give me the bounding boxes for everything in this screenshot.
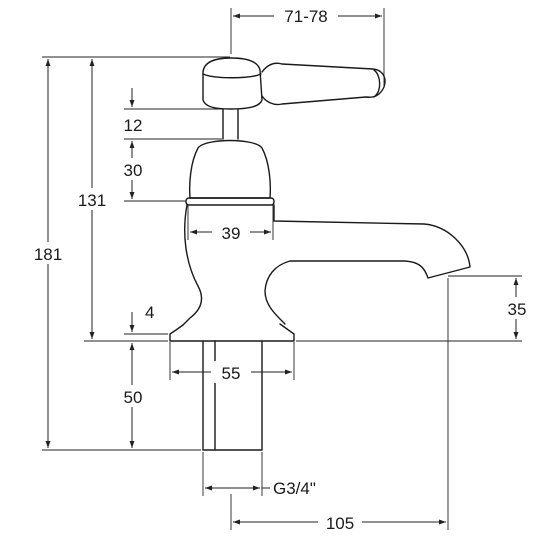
label-body-height: 30	[124, 161, 143, 180]
body-collar	[185, 197, 275, 206]
tap-outline	[169, 57, 471, 451]
dimension-labels: 71-78 181 131 12 30 39 4 35 55 50 G3/4" …	[26, 4, 536, 533]
dimension-lines	[45, 13, 519, 525]
label-spout-reach: 105	[326, 514, 354, 533]
label-base-thickness: 4	[145, 303, 154, 322]
lever-cap	[373, 69, 381, 98]
label-spout-height: 35	[508, 300, 527, 319]
base-flange	[169, 323, 295, 342]
head-ring	[202, 73, 262, 79]
label-height-to-top: 131	[78, 191, 106, 210]
label-headwork: 12	[124, 116, 143, 135]
lever-handle	[261, 62, 386, 106]
head-dome	[202, 57, 263, 110]
label-overall-height: 181	[34, 245, 62, 264]
label-base-width: 55	[222, 364, 241, 383]
body-top	[189, 139, 271, 199]
label-body-width: 39	[222, 224, 241, 243]
body-and-spout	[182, 204, 471, 326]
shank	[202, 340, 263, 451]
extension-lines	[42, 8, 522, 530]
label-thread: G3/4"	[273, 479, 316, 498]
label-handle-span: 71-78	[284, 7, 327, 26]
label-shank-length: 50	[124, 388, 143, 407]
spindle	[222, 108, 239, 140]
